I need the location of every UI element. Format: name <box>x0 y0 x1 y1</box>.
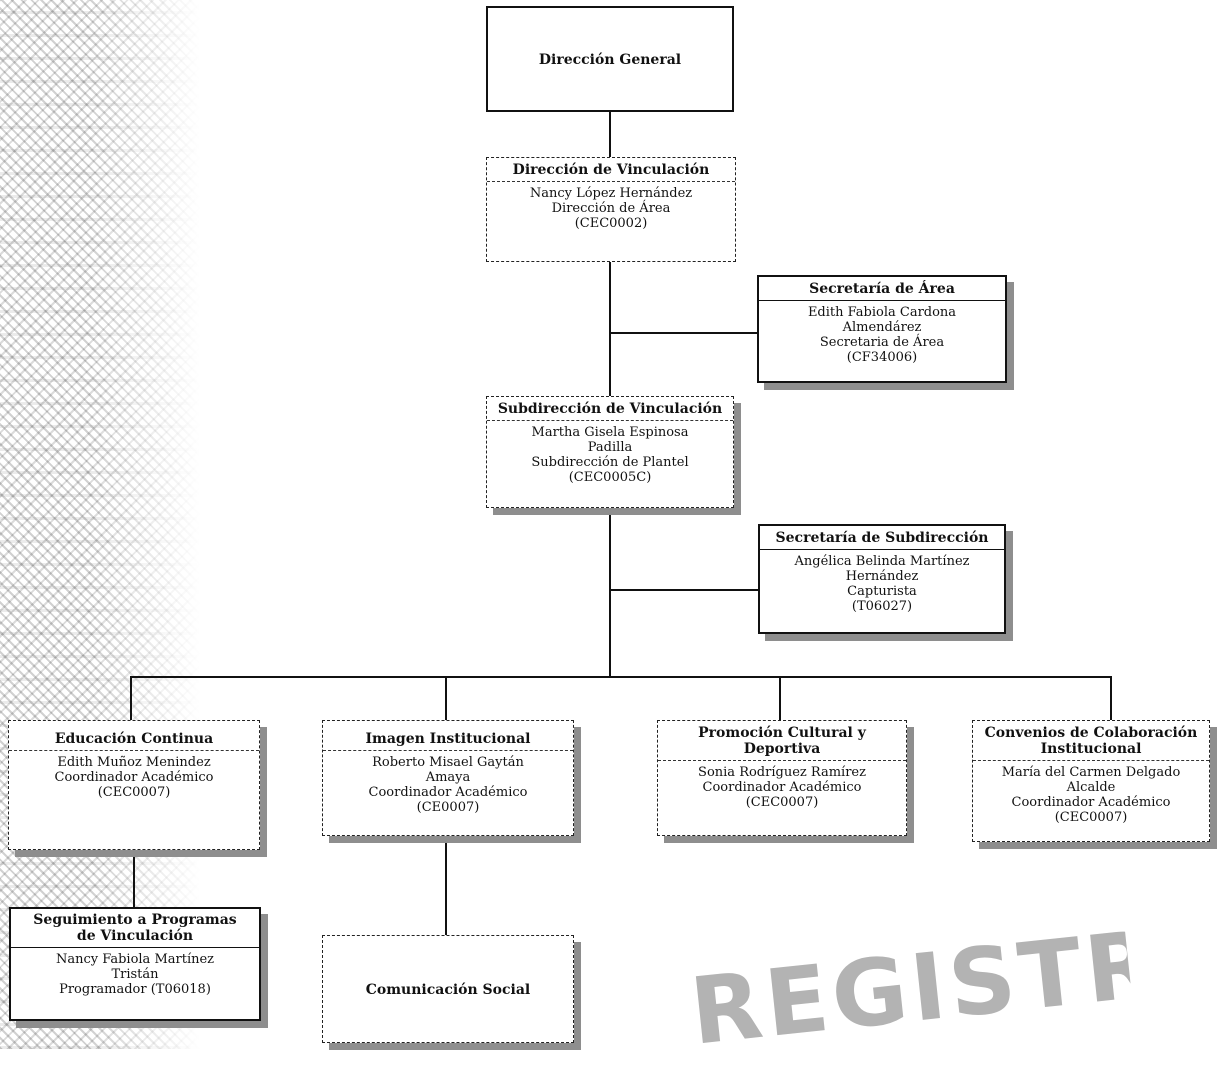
node-person-name: Tristán <box>111 967 159 982</box>
org-node-imagen-institucional: Imagen Institucional Roberto Misael Gayt… <box>322 720 574 836</box>
node-divider <box>759 300 1005 301</box>
node-position: Coordinador Académico <box>1011 795 1171 810</box>
node-position: Programador (T06018) <box>59 982 211 997</box>
connector-line <box>779 676 781 720</box>
node-position: Coordinador Académico <box>368 785 528 800</box>
node-person-name: Hernández <box>845 569 919 584</box>
node-code: (CEC0005C) <box>568 470 652 485</box>
node-title: Subdirección de Vinculación <box>497 401 723 417</box>
connector-line <box>133 850 135 908</box>
decorative-pattern <box>0 0 200 1049</box>
node-person-name: Alcalde <box>1066 780 1116 795</box>
node-position: Dirección de Área <box>551 201 671 216</box>
connector-line <box>445 835 447 935</box>
node-position: Subdirección de Plantel <box>531 455 689 470</box>
node-person-name: Roberto Misael Gaytán <box>372 755 524 770</box>
node-divider <box>487 420 733 421</box>
node-person-name: Edith Muñoz Menindez <box>57 755 211 770</box>
connector-line <box>445 676 447 720</box>
node-divider <box>760 549 1004 550</box>
node-title: Seguimiento a Programas de Vinculación <box>11 909 259 947</box>
node-code: (CEC0007) <box>745 795 819 810</box>
node-title: Secretaría de Área <box>809 281 955 297</box>
node-divider <box>9 750 259 751</box>
connector-line <box>130 676 1112 678</box>
node-position: Coordinador Académico <box>54 770 214 785</box>
node-person-name: Edith Fabiola Cardona <box>807 305 957 320</box>
node-position: Secretaria de Área <box>819 335 945 350</box>
node-divider <box>11 947 259 948</box>
org-node-subdireccion-vinculacion: Subdirección de Vinculación Martha Gisel… <box>486 396 734 508</box>
node-title: Imagen Institucional <box>365 731 531 747</box>
node-title-line: Promoción Cultural y <box>698 725 866 741</box>
node-title-line: Convenios de Colaboración <box>984 725 1198 741</box>
org-node-promocion-cultural: Promoción Cultural y Deportiva Sonia Rod… <box>657 720 907 836</box>
node-code: (CE0007) <box>416 800 480 815</box>
org-node-secretaria-subdireccion: Secretaría de Subdirección Angélica Beli… <box>758 524 1006 634</box>
node-code: (CF34006) <box>846 350 918 365</box>
node-divider <box>658 760 906 761</box>
connector-line <box>610 589 758 591</box>
node-position: Capturista <box>847 584 917 599</box>
node-code: (T06027) <box>851 599 913 614</box>
connector-line <box>609 110 611 158</box>
node-person-name: Padilla <box>587 440 633 455</box>
node-person-name: Almendárez <box>842 320 922 335</box>
node-person-name: Martha Gisela Espinosa <box>531 425 689 440</box>
connector-line <box>610 332 758 334</box>
node-position: Coordinador Académico <box>702 780 862 795</box>
org-node-secretaria-area: Secretaría de Área Edith Fabiola Cardona… <box>757 275 1007 383</box>
node-person-name: María del Carmen Delgado <box>1001 765 1181 780</box>
node-code: (CEC0002) <box>574 216 648 231</box>
node-title-line: Institucional <box>1040 741 1142 757</box>
node-title: Dirección General <box>538 51 682 68</box>
node-person-name: Nancy Fabiola Martínez <box>55 952 215 967</box>
node-title: Secretaría de Subdirección <box>775 530 989 546</box>
node-title: Convenios de Colaboración Institucional <box>973 721 1209 760</box>
node-person-name: Sonia Rodríguez Ramírez <box>698 765 866 780</box>
connector-line <box>609 507 611 677</box>
node-title: Comunicación Social <box>365 981 531 998</box>
node-code: (CEC0007) <box>97 785 171 800</box>
node-title-line: Seguimiento a Programas <box>33 912 237 928</box>
node-divider <box>973 760 1209 761</box>
org-node-educacion-continua: Educación Continua Edith Muñoz Menindez … <box>8 720 260 850</box>
node-person-name: Nancy López Hernández <box>529 186 693 201</box>
node-title-line: Deportiva <box>743 741 821 757</box>
org-node-comunicacion-social: Comunicación Social <box>322 935 574 1043</box>
node-person-name: Amaya <box>425 770 471 785</box>
node-title: Educación Continua <box>54 731 214 747</box>
org-node-convenios: Convenios de Colaboración Institucional … <box>972 720 1210 842</box>
org-node-seguimiento-programas: Seguimiento a Programas de Vinculación N… <box>9 907 261 1021</box>
node-divider <box>323 750 573 751</box>
registered-stamp: REGISTRADO <box>685 907 1136 1066</box>
node-title-line: de Vinculación <box>76 928 194 944</box>
node-divider <box>487 181 735 182</box>
node-person-name: Angélica Belinda Martínez <box>794 554 970 569</box>
connector-line <box>130 676 132 720</box>
node-code: (CEC0007) <box>1054 810 1128 825</box>
node-title: Promoción Cultural y Deportiva <box>658 721 906 760</box>
org-node-direccion-general: Dirección General <box>486 6 734 112</box>
connector-line <box>1110 676 1112 720</box>
node-title: Dirección de Vinculación <box>512 162 710 178</box>
connector-line <box>609 261 611 397</box>
org-node-direccion-vinculacion: Dirección de Vinculación Nancy López Her… <box>486 157 736 262</box>
